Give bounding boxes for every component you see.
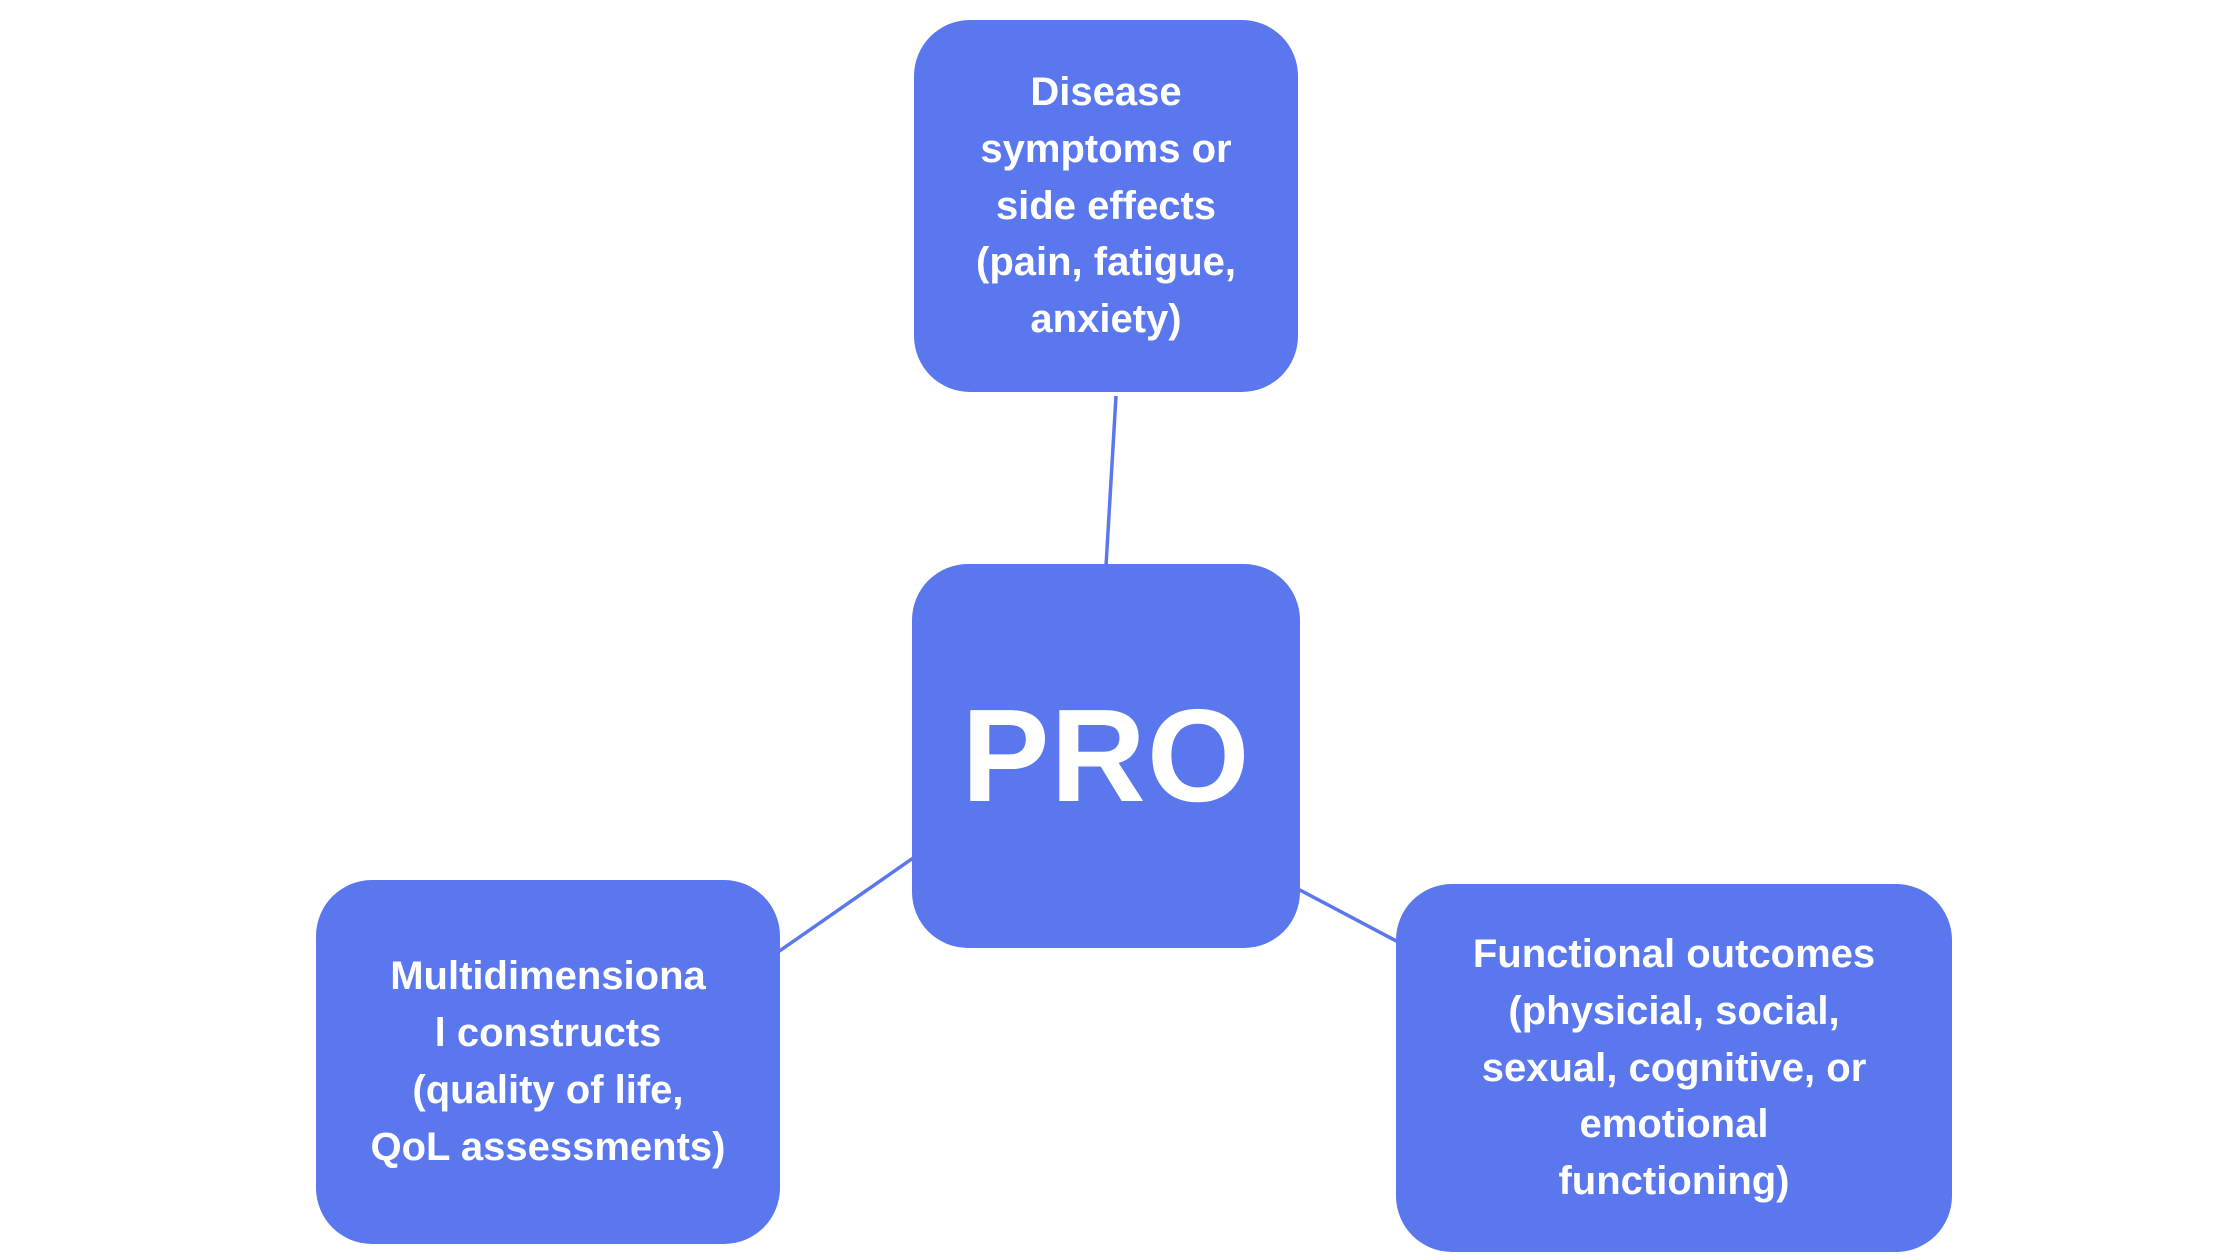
node-multidimensional-constructs: Multidimensiona l constructs (quality of… — [316, 880, 780, 1244]
node-pro-center: PRO — [912, 564, 1300, 948]
node-disease-symptoms: Disease symptoms or side effects (pain, … — [914, 20, 1298, 392]
connector-center-to-bottom-left — [777, 854, 917, 954]
connector-top-to-center — [1104, 395, 1118, 567]
node-functional-outcomes-label: Functional outcomes (physicial, social, … — [1472, 932, 1876, 1204]
node-functional-outcomes: Functional outcomes (physicial, social, … — [1396, 884, 1952, 1252]
node-multidimensional-constructs-label: Multidimensiona l constructs (quality of… — [370, 954, 726, 1169]
node-disease-symptoms-label: Disease symptoms or side effects (pain, … — [976, 70, 1236, 342]
node-pro-label: PRO — [961, 682, 1251, 829]
connector-center-to-bottom-right — [1295, 886, 1403, 946]
